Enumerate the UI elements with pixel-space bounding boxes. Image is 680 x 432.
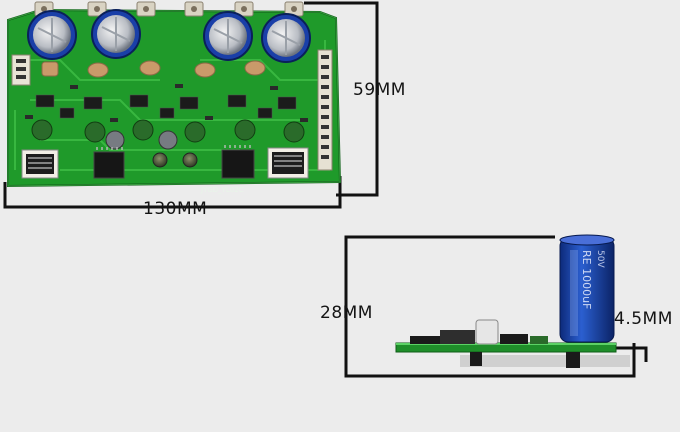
pcb-silkscreen-label: JYGD_YL02C	[200, 186, 244, 194]
capacitor-top	[27, 9, 311, 63]
pcb-side-view: RE 1000uF 50V	[395, 234, 630, 368]
dimension-height-label: 59MM	[353, 80, 406, 100]
dimension-lines-bottom	[344, 235, 648, 378]
dimension-lines-top	[3, 1, 379, 209]
svg-text:RE 1000uF: RE 1000uF	[580, 250, 593, 309]
svg-text:50V: 50V	[595, 250, 605, 268]
dimension-side-height-label: 28MM	[320, 303, 373, 323]
dimension-thickness-label: 4.5MM	[614, 309, 673, 329]
dimension-length-label: 130MM	[143, 199, 208, 219]
pcb-top-view: JYGD_YL02C	[7, 1, 342, 194]
